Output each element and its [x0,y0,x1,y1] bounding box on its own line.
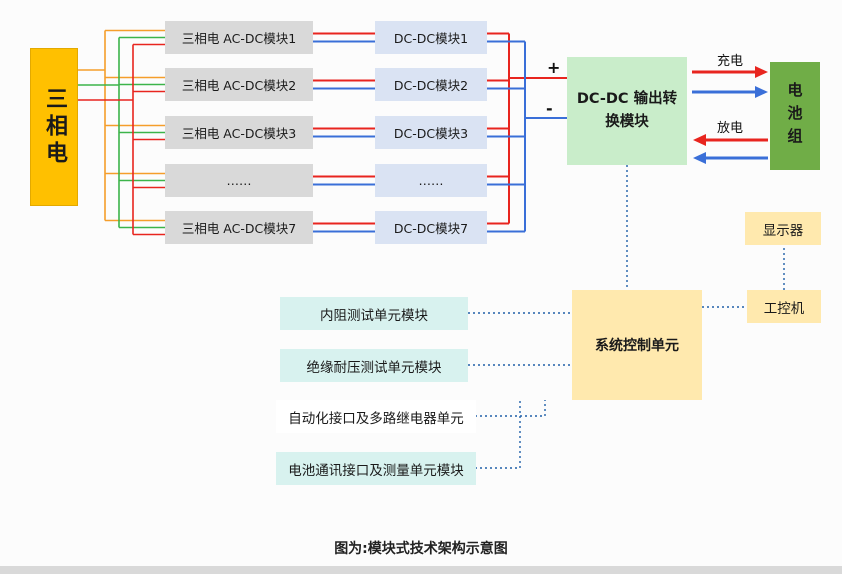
three-phase-source: 三相电 [30,48,78,206]
test-module-battery-comm-label: 电池通讯接口及测量单元模块 [288,462,464,479]
phase-line-green [78,36,165,229]
dcdc-module-7-label: DC-DC模块7 [393,221,469,236]
acdc-module-2-label: 三相电 AC-DC模块2 [181,78,297,93]
test-module-insulation: 绝缘耐压测试单元模块 [280,349,468,382]
ipc-box-label: 工控机 [763,300,805,317]
dcdc-module-2-label: DC-DC模块2 [393,78,469,93]
phase-line-orange [78,29,165,222]
acdc-module-7-label: 三相电 AC-DC模块7 [181,221,297,236]
charge-arrow-blue [692,86,768,98]
dcdc-output-module-label: DC-DC 输出转换模块 [576,90,678,130]
dcdc-module-3: DC-DC模块3 [375,116,487,149]
acdc-module-2: 三相电 AC-DC模块2 [165,68,313,101]
diagram-caption: 图为:模块式技术架构示意图 [334,541,508,557]
acdc-module-1: 三相电 AC-DC模块1 [165,21,313,54]
charge-label: 充电 [716,54,743,69]
acdc-module-7: 三相电 AC-DC模块7 [165,211,313,244]
display-box: 显示器 [745,212,821,245]
bus-plus-label: + [547,58,561,77]
dcdc-module-1-label: DC-DC模块1 [393,31,469,46]
bus-minus-label: - [546,99,553,118]
system-control-unit-label: 系统控制单元 [595,338,679,354]
phase-line-red [78,43,165,236]
acdc-module-3: 三相电 AC-DC模块3 [165,116,313,149]
test-module-automation-relay: 自动化接口及多路继电器单元 [276,400,476,433]
ipc-box: 工控机 [747,290,821,323]
display-box-label: 显示器 [762,222,804,239]
test-module-internal-resistance-label: 内阻测试单元模块 [320,307,428,324]
test-module-battery-comm: 电池通讯接口及测量单元模块 [276,452,476,485]
discharge-arrow-blue [693,152,768,164]
test-module-insulation-label: 绝缘耐压测试单元模块 [306,359,442,376]
acdc-module-1-label: 三相电 AC-DC模块1 [181,31,297,46]
dcdc-module-ellipsis-label: …… [418,173,444,188]
dcdc-module-2: DC-DC模块2 [375,68,487,101]
three-phase-source-label: 三相电 [42,86,67,168]
dcdc-module-1: DC-DC模块1 [375,21,487,54]
acdc-module-ellipsis-label: …… [226,173,252,188]
system-control-unit: 系统控制单元 [572,290,702,400]
discharge-label: 放电 [716,121,743,136]
dcdc-output-module: DC-DC 输出转换模块 [567,57,687,165]
acdc-module-ellipsis: …… [165,164,313,197]
battery-pack: 电池组 [770,62,820,170]
dcdc-module-7: DC-DC模块7 [375,211,487,244]
battery-pack-label: 电池组 [785,81,804,151]
bottom-edge-strip [0,566,842,574]
acdc-module-3-label: 三相电 AC-DC模块3 [181,126,297,141]
dcdc-module-ellipsis: …… [375,164,487,197]
test-module-internal-resistance: 内阻测试单元模块 [280,297,468,330]
test-module-automation-relay-label: 自动化接口及多路继电器单元 [288,410,464,427]
dcdc-module-3-label: DC-DC模块3 [393,126,469,141]
